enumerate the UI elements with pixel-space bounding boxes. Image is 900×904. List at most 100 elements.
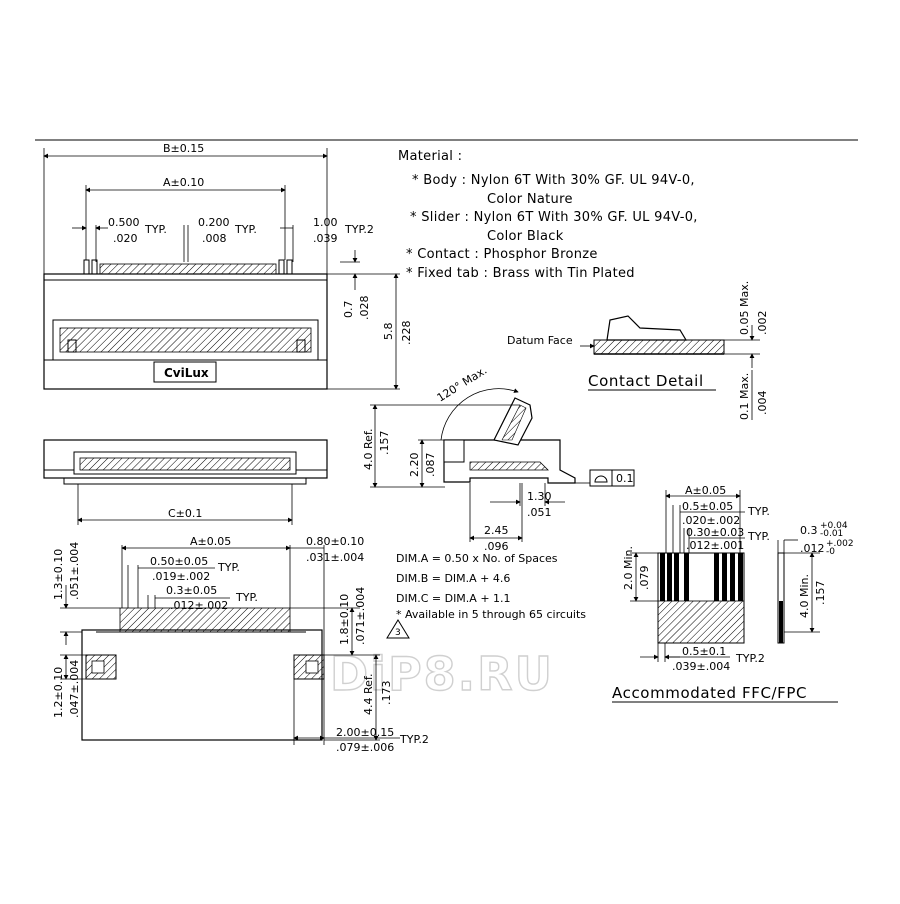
height-dim-inch: .228 [400,321,413,346]
max-dim: 0.05 Max. [738,281,751,335]
material-line: * Slider : Nylon 6T With 30% GF. UL 94V-… [410,210,698,225]
width-dim: 2.00±0.15 [336,726,394,739]
formula-line: DIM.C = DIM.A + 1.1 [396,592,511,605]
datum-face-label: Datum Face [507,334,573,347]
top-pin-row [83,259,293,275]
typ-label: TYP. [747,505,770,518]
typ2-label: TYP.2 [735,652,765,665]
min-length-dim-inch: .157 [814,581,827,606]
thickness-in-tol-upper: +.002 [826,539,854,549]
edge-width-dim-inch: .039±.004 [672,660,730,673]
pitch-dim-inch: .019±.002 [152,570,210,583]
material-line: Color Black [487,229,564,244]
vert-ref-dim: 4.4 Ref. [362,674,375,715]
contact-array [59,327,312,353]
dim-c-label: C±0.1 [168,507,202,520]
height-dim: 0.7 [342,301,355,319]
thickness-tol-upper: +0.04 [820,521,848,531]
thickness-dim: 0.3 [800,524,818,537]
vert-dim: 1.2±0.10 [52,667,65,718]
width-dim: 2.45 [484,524,509,537]
pitch-dim: 0.50±0.05 [150,555,208,568]
typ2-label: TYP.2 [399,733,429,746]
typ2-label: TYP.2 [344,223,374,236]
pitch-dim-inch: .020±.002 [682,514,740,527]
contact-detail-title: Contact Detail [588,372,704,390]
end-dim-inch: .039 [313,232,338,245]
material-line: * Body : Nylon 6T With 30% GF. UL 94V-0, [412,173,695,188]
material-line: * Fixed tab : Brass with Tin Plated [406,266,635,281]
material-line: * Contact : Phosphor Bronze [406,247,598,262]
height-ref-dim: 4.0 Ref. [362,429,375,470]
vert-dim-inch: .051±.004 [68,542,81,600]
min-length-dim-inch: .079 [638,566,651,591]
brand-logo-text: CviLux [164,366,209,380]
pitch-dim: 0.500 [108,216,140,229]
height-dim: 2.20 [408,453,421,478]
flatness-value: 0.1 [616,472,634,485]
conductor-width-dim: 0.30±0.03 [686,526,744,539]
typ-label: TYP. [144,223,167,236]
ffc-insulated-section [657,600,745,644]
max-dim-inch: .002 [756,311,769,336]
brand-plate [153,361,217,383]
edge-dim-inch: .031±.004 [306,551,364,564]
vert-dim-inch: .047±.004 [68,660,81,718]
dimension-formulas: DIM.A = 0.50 x No. of Spaces DIM.B = DIM… [386,552,586,639]
dim-a-label: A±0.10 [163,176,204,189]
vert-dim-inch: .071±.004 [354,587,367,645]
height-dim: 5.8 [382,323,395,341]
pad-width-dim-inch: .012±.002 [170,599,228,612]
typ-label: TYP. [747,530,770,543]
formula-line: DIM.B = DIM.A + 4.6 [396,572,510,585]
edge-dim: 0.80±0.10 [306,535,364,548]
ffc-fpc-drawing: A±0.05 0.5±0.05 .020±.002 TYP. 0.30±0.03… [612,484,854,703]
material-title: Material : [398,149,462,164]
dim-b-label: B±0.15 [163,142,204,155]
width-dim-inch: .051 [527,506,552,519]
pcb-a-dim: A±0.05 [190,535,231,548]
height-dim-inch: .028 [358,296,371,321]
slot-dim-inch: .008 [202,232,227,245]
min-length-dim: 2.0 Min. [622,546,635,590]
thickness-dim-inch: .012 [800,542,825,555]
connector-front-view: C±0.1 [43,439,328,525]
min-length-dim: 4.0 Min. [798,574,811,618]
note-triangle-icon [386,619,410,639]
formula-line: DIM.A = 0.50 x No. of Spaces [396,552,558,565]
ffc-conductors [660,553,743,601]
thickness-in-tol-lower: -0 [826,547,835,557]
contact-detail: Datum Face Contact Detail 0.05 Max. .002… [507,281,769,420]
pcb-layout: A±0.05 0.80±0.10 .031±.004 0.50±0.05 .01… [52,535,429,754]
end-dim: 1.00 [313,216,338,229]
connector-top-view: B±0.15 A±0.10 0.500 .020 TYP. 0.200 .008… [43,142,413,390]
connector-side-view: 120° Max. 4.0 Ref. .157 2.20 .087 1.30 .… [362,364,635,553]
height-dim-inch: .087 [424,453,437,478]
width-dim-inch: .079±.006 [336,741,394,754]
width-dim-inch: .096 [484,540,509,553]
note-mark: 3 [395,628,401,638]
ffc-a-dim: A±0.05 [685,484,726,497]
conductor-width-dim-inch: .012±.001 [686,539,744,552]
angle-label: 120° Max. [435,364,490,405]
ffc-title: Accommodated FFC/FPC [612,684,807,702]
watermark: DiP8.RU [330,647,554,701]
pad-width-dim: 0.3±0.05 [166,584,217,597]
height-ref-dim-inch: .157 [378,431,391,456]
max-dim: 0.1 Max. [738,373,751,420]
max-dim-inch: .004 [756,391,769,416]
vert-dim: 1.3±0.10 [52,549,65,600]
thickness-tol-lower: -0.01 [820,529,843,539]
typ-label: TYP. [235,591,258,604]
pad-row [119,607,291,633]
pitch-dim: 0.5±0.05 [682,500,733,513]
width-dim: 1.30 [527,490,552,503]
typ-label: TYP. [234,223,257,236]
formula-line: * Available in 5 through 65 circuits [396,608,586,621]
material-notes: Material : * Body : Nylon 6T With 30% GF… [398,149,698,281]
edge-width-dim: 0.5±0.1 [682,645,726,658]
vert-ref-dim-inch: .173 [380,681,393,706]
pitch-dim-inch: .020 [113,232,138,245]
